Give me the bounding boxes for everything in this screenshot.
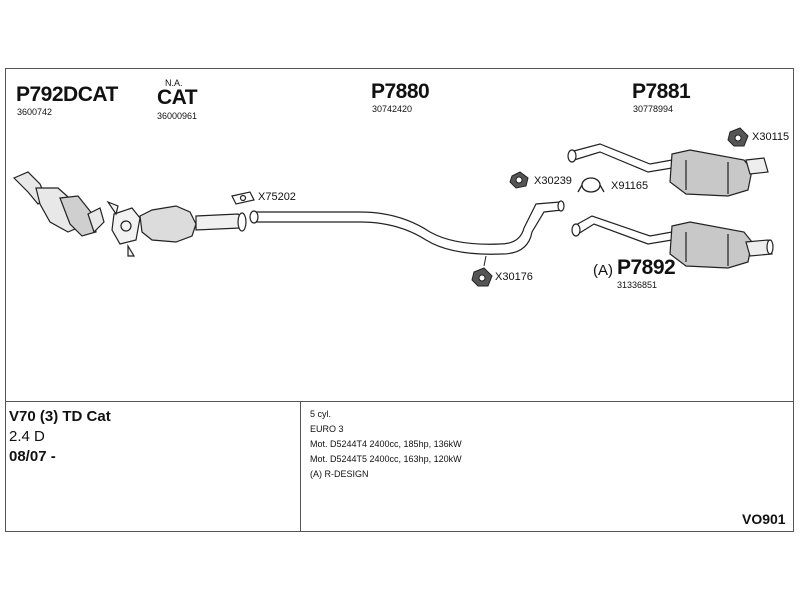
flange-gasket-drawing [106,200,141,257]
diagram-frame [5,68,794,532]
spec-line: (A) R-DESIGN [310,469,369,479]
rear-muffler-top-drawing [567,143,769,197]
spec-line: 5 cyl. [310,409,332,419]
vehicle-engine: 2.4 D [9,428,45,445]
callout-x75202: X75202 [258,191,296,203]
part-number-p7892: P7892 [617,256,676,279]
part-number-p7880: P7880 [371,80,430,103]
middle-pipe-drawing [249,200,565,255]
part-ref-p792dcat: 3600742 [17,107,53,117]
part-ref-cat: 36000961 [157,111,198,121]
part-number-cat: CAT [157,86,198,109]
hanger-x30239-icon [509,171,529,189]
horizontal-divider [5,401,794,402]
catalyst-drawing [139,205,247,243]
part-number-p792dcat: P792DCAT [16,83,118,106]
callout-x91165: X91165 [611,180,649,192]
gasket-x75202-icon [231,191,255,205]
part-ref-p7880: 30742420 [372,104,413,114]
spec-line: Mot. D5244T4 2400cc, 185hp, 136kW [310,439,462,449]
part-number-p7881: P7881 [632,80,691,103]
part-ref-p7892: 31336851 [617,280,658,290]
callout-x30239: X30239 [534,175,572,187]
vertical-divider [300,402,301,531]
vehicle-model: V70 (3) TD Cat [9,408,111,425]
part-note-cat: N.A. [165,78,183,88]
spec-line: Mot. D5244T5 2400cc, 163hp, 120kW [310,454,462,464]
callout-x30115: X30115 [752,131,790,143]
spec-line: EURO 3 [310,424,344,434]
front-downpipe-catalyst [12,171,105,237]
clamp-x91165-icon [577,177,605,193]
variant-marker: (A) [593,262,613,279]
rear-muffler-bottom-drawing [571,215,774,269]
part-ref-p7881: 30778994 [633,104,674,114]
vehicle-date: 08/07 - [9,448,56,465]
callout-x30176: X30176 [495,271,533,283]
hanger-x30115-icon [727,127,749,147]
hanger-x30176-icon [471,255,493,287]
kit-code: VO901 [742,511,786,527]
